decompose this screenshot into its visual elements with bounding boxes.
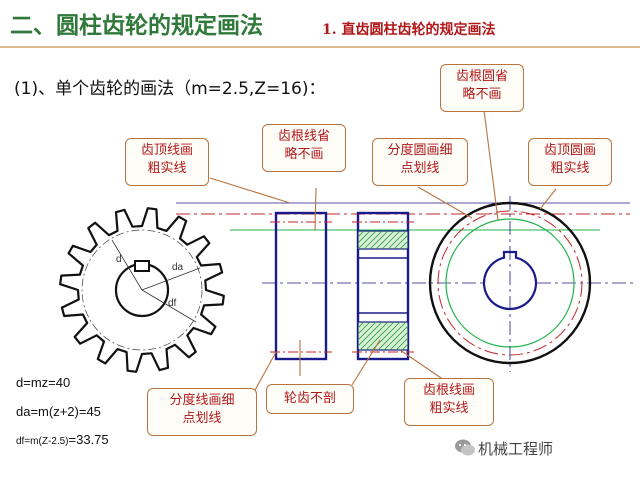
- formula-df-prefix: df=m(Z-2.5): [16, 436, 69, 447]
- hatch-line: [358, 231, 359, 232]
- gear-section-view: [352, 211, 460, 361]
- callout-root-line-omit-line-1: 齿根线省: [277, 129, 330, 144]
- wechat-icon: [455, 439, 475, 456]
- label-df: df: [168, 298, 177, 309]
- callout-tip-line-left: 齿顶线画 粗实线: [125, 138, 209, 186]
- hatch-top-area: [358, 231, 436, 249]
- gear-keyway: [134, 260, 150, 272]
- dimension-da-line: [141, 267, 201, 291]
- formula-d: d=mz=40: [16, 375, 71, 390]
- callout-root-line-omit: 齿根线省 略不画: [262, 124, 346, 172]
- leader-root-circle-omit: [483, 109, 499, 221]
- gear-pitch-circle: [81, 229, 203, 351]
- callout-teeth-not-sectioned-line-1: 轮齿不剖: [283, 391, 336, 406]
- hatch-line: [359, 322, 389, 350]
- callout-tip-line-left-line-1: 齿顶线画: [140, 143, 193, 158]
- leader-tip-line-left: [209, 177, 291, 204]
- leader-tip-circle-right: [539, 188, 557, 210]
- leader-pitch-line-bottom: [253, 351, 277, 393]
- callout-tip-circle-right: 齿顶圆画 粗实线: [528, 138, 612, 186]
- hatch-line: [365, 322, 395, 350]
- hatch-line: [363, 231, 383, 249]
- hatch-line: [358, 231, 365, 238]
- callout-root-line-thick-line-1: 齿根线画: [422, 383, 475, 398]
- callout-root-circle-omit: 齿根圆省 略不画: [440, 64, 524, 112]
- callout-root-circle-omit-line-1: 齿根圆省: [455, 69, 508, 84]
- leader-root-line-omit: [314, 187, 317, 231]
- hatch-line: [399, 240, 408, 249]
- hatch-line: [369, 231, 389, 249]
- watermark-text: 机械工程师: [478, 440, 554, 458]
- hatch-line: [358, 322, 359, 323]
- hatch-line: [381, 231, 401, 249]
- page-subtitle: 1. 直齿圆柱齿轮的规定画法: [322, 22, 496, 38]
- hatch-line: [412, 231, 430, 249]
- callout-root-circle-omit-line-2: 略不画: [462, 87, 502, 102]
- hatch-line: [389, 331, 408, 350]
- callout-root-line-omit-line-2: 略不画: [284, 147, 324, 162]
- hatch-line: [383, 325, 408, 350]
- hatch-line: [358, 322, 383, 347]
- hatch-line: [401, 343, 408, 350]
- callout-pitch-circle-line-2: 点划线: [400, 161, 440, 176]
- callout-pitch-circle: 分度圆画细 点划线: [372, 138, 468, 186]
- section-heading: (1)、单个齿轮的画法（m=2.5,Z=16)：: [14, 79, 326, 99]
- callout-root-line-thick-line-2: 粗实线: [429, 401, 469, 416]
- hatch-line: [418, 231, 436, 249]
- hatch-line: [375, 231, 395, 249]
- formula-df-value: =33.75: [68, 432, 109, 447]
- dimension-d-line: [111, 239, 143, 291]
- label-da: da: [172, 262, 184, 273]
- callout-tip-circle-right-line-1: 齿顶圆画: [543, 143, 596, 158]
- hatch-line: [432, 322, 460, 350]
- callout-root-line-thick: 齿根线画 粗实线: [404, 378, 494, 426]
- callout-pitch-circle-line-1: 分度圆画细: [387, 143, 453, 158]
- section-view-outline: [356, 211, 410, 361]
- leader-lines: [209, 109, 557, 393]
- hatch-line: [377, 322, 407, 350]
- hatch-line: [358, 322, 377, 341]
- leader-pitch-circle: [417, 186, 473, 219]
- hatch-line: [358, 322, 371, 335]
- hatch-line: [407, 349, 408, 350]
- dimension-df-line: [141, 289, 197, 323]
- gear-end-view: [428, 196, 592, 372]
- page-title: 二、圆柱齿轮的规定画法: [10, 13, 263, 39]
- hatch-line: [387, 231, 407, 249]
- section-hatch-top: [357, 230, 409, 250]
- callout-pitch-line-line-2: 点划线: [182, 411, 222, 426]
- hatch-line: [393, 234, 408, 249]
- callout-pitch-line: 分度线画细 点划线: [147, 388, 257, 436]
- leader-teeth-not-sectioned-right: [351, 339, 381, 386]
- hatch-line: [358, 231, 377, 249]
- gear-3d-illustration: d da df: [59, 207, 225, 373]
- gear-side-view-outside: [270, 211, 332, 361]
- formula-df: df=m(Z-2.5)=33.75: [16, 432, 109, 447]
- callout-pitch-line-line-1: 分度线画细: [169, 393, 235, 408]
- callout-teeth-not-sectioned: 轮齿不剖: [266, 384, 354, 414]
- hatch-line: [358, 322, 365, 329]
- formula-da: da=m(z+2)=45: [16, 404, 101, 419]
- hatch-line: [395, 337, 408, 350]
- hatch-line: [414, 322, 442, 350]
- header: 二、圆柱齿轮的规定画法 1. 直齿圆柱齿轮的规定画法: [0, 0, 640, 48]
- callout-tip-line-left-line-2: 粗实线: [147, 161, 187, 176]
- callout-tip-circle-right-line-2: 粗实线: [550, 161, 590, 176]
- header-divider: [0, 46, 640, 48]
- side-view-outline: [274, 211, 328, 361]
- leader-root-line-thick: [399, 349, 445, 381]
- hatch-line: [358, 231, 371, 244]
- label-d: d: [116, 254, 122, 265]
